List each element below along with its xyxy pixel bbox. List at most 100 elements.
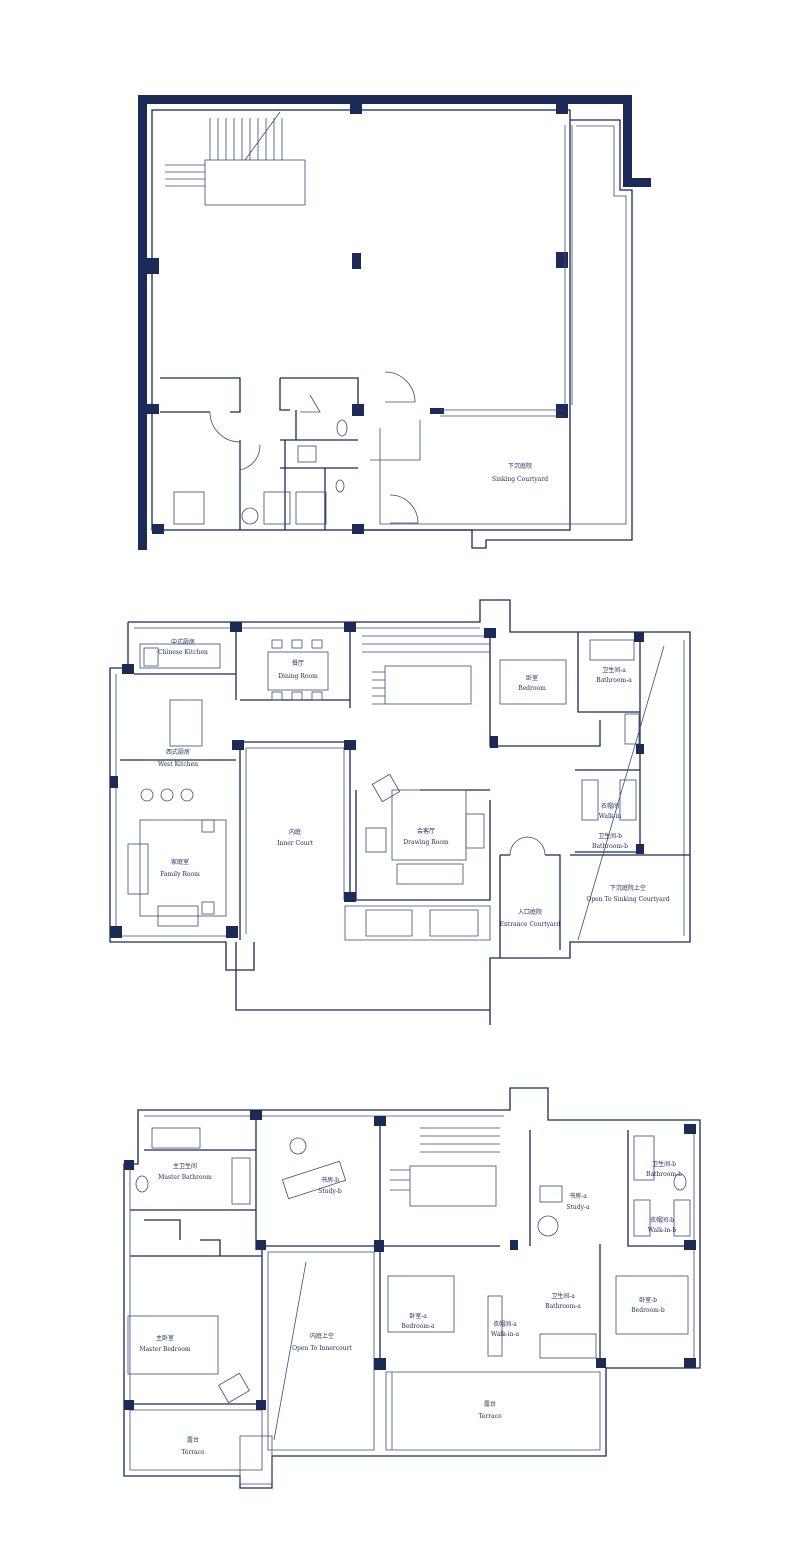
basement-column	[430, 408, 444, 414]
walk-in-b-wardrobe	[633, 1199, 651, 1237]
study-a-chair	[537, 1215, 559, 1237]
upper-column	[124, 1400, 134, 1410]
basement-service-rooms	[160, 377, 359, 530]
cooktop	[143, 647, 159, 667]
dining-chair	[311, 639, 323, 649]
basement-stair-treads	[165, 111, 283, 187]
ground-column	[232, 740, 244, 750]
upper-central-walls	[256, 1122, 690, 1366]
west-kitchen-label-en: West Kitchen	[158, 761, 198, 768]
basement-fixture-small	[335, 479, 345, 493]
walk-in-label-cn: 衣帽间	[601, 802, 619, 810]
bedroom-a-bed	[387, 1275, 455, 1333]
basement-wall-north	[138, 95, 632, 104]
ground-wardrobe	[581, 779, 599, 821]
entrance-courtyard-label-cn: 入口庭院	[518, 908, 542, 916]
basement-storage-2	[263, 491, 291, 525]
drawing-room-chair	[465, 813, 485, 849]
drawing-room-chair	[371, 773, 401, 803]
master-bathroom-walls	[130, 1116, 257, 1250]
ground-wardrobe	[619, 779, 637, 821]
terrace-right	[385, 1371, 601, 1451]
ground-column	[484, 628, 496, 638]
study-b-label-en: Study-b	[318, 1188, 342, 1195]
upper-column	[684, 1358, 696, 1368]
bathroom-b-toilet	[673, 1173, 687, 1191]
master-bathtub	[151, 1127, 201, 1149]
sinking-courtyard-label-cn: 下沉庭院	[508, 462, 532, 470]
upper-column	[256, 1240, 266, 1250]
ground-wardrobe	[624, 713, 640, 745]
basement-wall-west	[138, 95, 147, 550]
upper-bathroom-a-label-cn: 卫生间-a	[551, 1292, 575, 1300]
upper-column	[374, 1358, 386, 1370]
ground-column	[226, 926, 238, 938]
basement-wall-east-upper	[623, 95, 632, 187]
basement-courtyard-inner	[379, 125, 627, 525]
master-toilet	[135, 1175, 149, 1193]
chinese-kitchen-counter	[139, 643, 221, 669]
entrance-courtyard-label-en: Entrance Courtyard	[500, 921, 561, 928]
master-bathroom-label-en: Master Bathroom	[158, 1174, 212, 1181]
terrace-left	[130, 1409, 273, 1485]
basement-column	[147, 404, 159, 414]
chinese-kitchen-label-cn: 中式厨房	[171, 638, 195, 646]
ground-column	[634, 632, 644, 642]
ground-bedroom-walls	[489, 632, 641, 853]
terrace-left-label-en: Terrace	[181, 1449, 205, 1456]
dining-room-label-en: Dining Room	[278, 673, 318, 680]
bathroom-b-tub	[633, 1135, 655, 1181]
ground-bed	[499, 659, 567, 705]
master-bedroom-label-cn: 主卧室	[156, 1334, 174, 1342]
inner-court-label-en: Inner Court	[277, 840, 313, 847]
ground-bathroom-a-label-en: Bathroom-a	[596, 677, 632, 684]
sinking-courtyard-label-en: Sinking Courtyard	[492, 476, 548, 483]
upper-column	[250, 1110, 262, 1120]
upper-floor-plan: 主卫生间 Master Bathroom 书房-b Study-b 书房-a S…	[123, 1087, 701, 1489]
walk-in-a-wardrobe	[487, 1295, 503, 1357]
walk-in-a-label-cn: 衣帽间-a	[493, 1320, 517, 1328]
ground-floor-plan: 中式厨房 Chinese Kitchen 餐厅 Dining Room 卧室 B…	[109, 599, 691, 1025]
upper-column	[256, 1400, 266, 1410]
basement-toilet	[336, 419, 348, 437]
master-bedroom-label-en: Master Bedroom	[139, 1346, 190, 1353]
inner-court-label-cn: 内庭	[289, 828, 301, 836]
ground-bathroom-b-label-cn: 卫生间-b	[598, 832, 622, 840]
upper-bathroom-b-label-en: Bathroom-b	[646, 1171, 682, 1178]
bathroom-a-tub	[539, 1333, 597, 1359]
ground-column	[122, 664, 134, 674]
entrance-door-swings	[509, 836, 546, 856]
ground-column	[490, 736, 498, 748]
family-room-side-table	[201, 901, 215, 915]
dining-table	[267, 651, 329, 691]
bar-stool	[160, 788, 174, 802]
bedroom-b-label-cn: 卧室-b	[639, 1296, 657, 1304]
open-innercourt-label-en: Open To Innercourt	[292, 1345, 352, 1352]
master-bedroom-walls	[130, 1219, 263, 1405]
basement-plan: 下沉庭院 Sinking Courtyard	[138, 95, 651, 550]
upper-column	[684, 1240, 696, 1250]
ground-column	[636, 744, 644, 754]
study-b-label-cn: 书房-b	[321, 1176, 339, 1184]
basement-column	[556, 252, 568, 268]
upper-inner-wall	[129, 1115, 695, 1470]
dining-room-label-cn: 餐厅	[292, 659, 304, 667]
study-b-chair	[289, 1137, 307, 1155]
basement-column	[350, 104, 362, 114]
open-sinking-label-cn: 下沉庭院上空	[610, 884, 646, 892]
upper-column	[374, 1116, 386, 1126]
basement-column	[352, 404, 364, 416]
open-sinking-diagonal	[577, 645, 665, 941]
ground-column	[110, 776, 118, 788]
basement-column	[352, 253, 361, 269]
upper-bathroom-a-label-en: Bathroom-a	[545, 1303, 581, 1310]
drawing-room-sofa	[396, 863, 464, 885]
upper-outer-wall	[123, 1087, 701, 1489]
drawing-room-rug	[391, 789, 467, 861]
walk-in-b-label-cn: 衣帽间-b	[650, 1216, 674, 1224]
walk-in-b-label-en: Walk-in-b	[648, 1227, 677, 1234]
study-a-label-cn: 书房-a	[569, 1192, 587, 1200]
ground-stair-void	[384, 665, 472, 705]
west-kitchen-island	[169, 699, 203, 747]
